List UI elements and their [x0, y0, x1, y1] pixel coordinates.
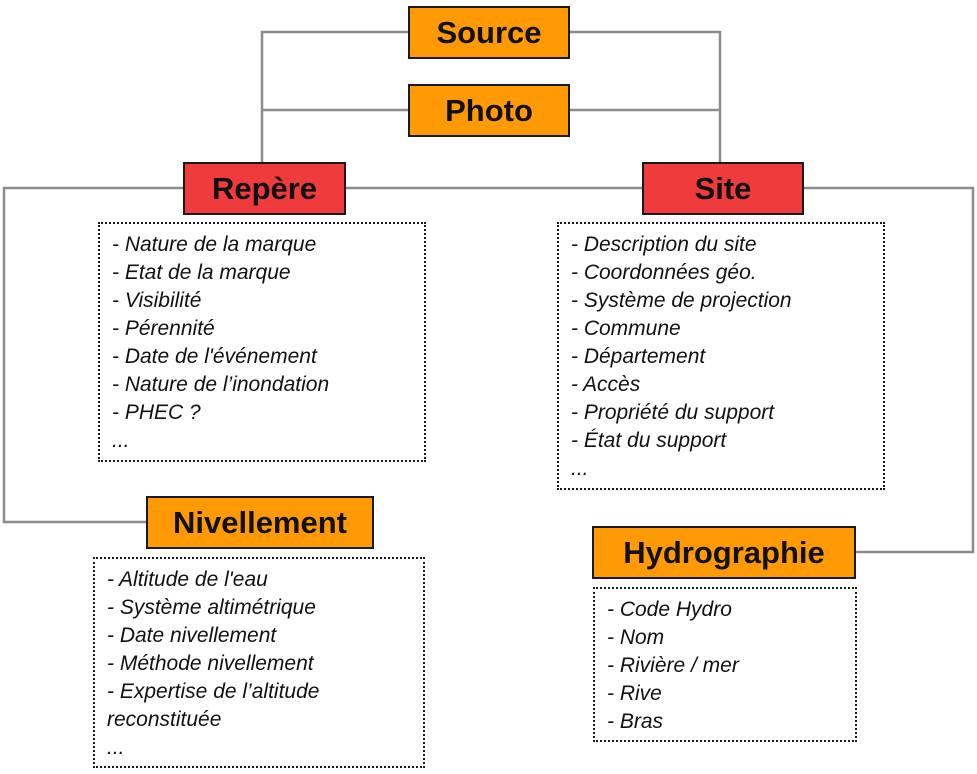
- photo-node: Photo: [408, 84, 570, 137]
- list-item: - État du support: [571, 429, 727, 452]
- photo-label: Photo: [445, 92, 533, 128]
- source-node: Source: [408, 6, 570, 59]
- hydrographie-node: Hydrographie: [592, 526, 856, 579]
- list-item: - Nature de la marque: [112, 233, 317, 256]
- nivellement-node: Nivellement: [146, 496, 374, 549]
- list-item: - Date nivellement: [107, 624, 277, 647]
- list-item: - Date de l'événement: [112, 345, 317, 368]
- nivellement-attributes-box: - Altitude de l'eau - Système altimétriq…: [93, 557, 425, 768]
- list-item: - Rive: [607, 682, 662, 705]
- list-item: - Système de projection: [571, 289, 792, 312]
- list-item: - Visibilité: [112, 289, 202, 312]
- list-item: - Etat de la marque: [112, 261, 291, 284]
- repere-label: Repère: [211, 170, 318, 206]
- repere-node: Repère: [183, 162, 346, 215]
- list-item: - Système altimétrique: [107, 596, 316, 619]
- hydrographie-attribute-list: - Code Hydro - Nom - Rivière / mer - Riv…: [607, 596, 855, 736]
- list-item: - Code Hydro: [607, 598, 732, 621]
- list-item: - Méthode nivellement: [107, 652, 314, 675]
- list-item: - Expertise de l’altitude reconstituée: [107, 680, 320, 731]
- source-label: Source: [436, 14, 542, 50]
- list-item: - Propriété du support: [571, 401, 775, 424]
- site-attributes-box: - Description du site - Coordonnées géo.…: [557, 222, 885, 490]
- connector-source-site: [570, 30, 722, 162]
- hydrographie-label: Hydrographie: [623, 534, 825, 570]
- nivellement-attribute-list: - Altitude de l'eau - Système altimétriq…: [107, 566, 423, 762]
- list-item: ...: [107, 736, 125, 759]
- list-item: - Accès: [571, 373, 641, 396]
- list-item: ...: [571, 457, 589, 480]
- list-item: - Description du site: [571, 233, 757, 256]
- list-item: - Bras: [607, 710, 664, 733]
- site-attribute-list: - Description du site - Coordonnées géo.…: [571, 231, 883, 483]
- list-item: - Coordonnées géo.: [571, 261, 757, 284]
- list-item: - PHEC ?: [112, 401, 201, 424]
- list-item: - Commune: [571, 317, 681, 340]
- list-item: - Rivière / mer: [607, 654, 739, 677]
- repere-attributes-box: - Nature de la marque - Etat de la marqu…: [98, 222, 426, 462]
- connector-repere-nivellement: [2, 186, 183, 524]
- list-item: - Département: [571, 345, 706, 368]
- site-label: Site: [694, 170, 752, 206]
- list-item: - Nom: [607, 626, 665, 649]
- list-item: ...: [112, 429, 130, 452]
- nivellement-label: Nivellement: [172, 504, 347, 540]
- site-node: Site: [642, 162, 804, 215]
- list-item: - Nature de l’inondation: [112, 373, 330, 396]
- connector-site-hydrographie: [804, 186, 975, 554]
- list-item: - Pérennité: [112, 317, 215, 340]
- hydrographie-attributes-box: - Code Hydro - Nom - Rivière / mer - Riv…: [593, 587, 857, 742]
- repere-attribute-list: - Nature de la marque - Etat de la marqu…: [112, 231, 424, 455]
- list-item: - Altitude de l'eau: [107, 568, 268, 591]
- connector-source-repere: [260, 30, 408, 162]
